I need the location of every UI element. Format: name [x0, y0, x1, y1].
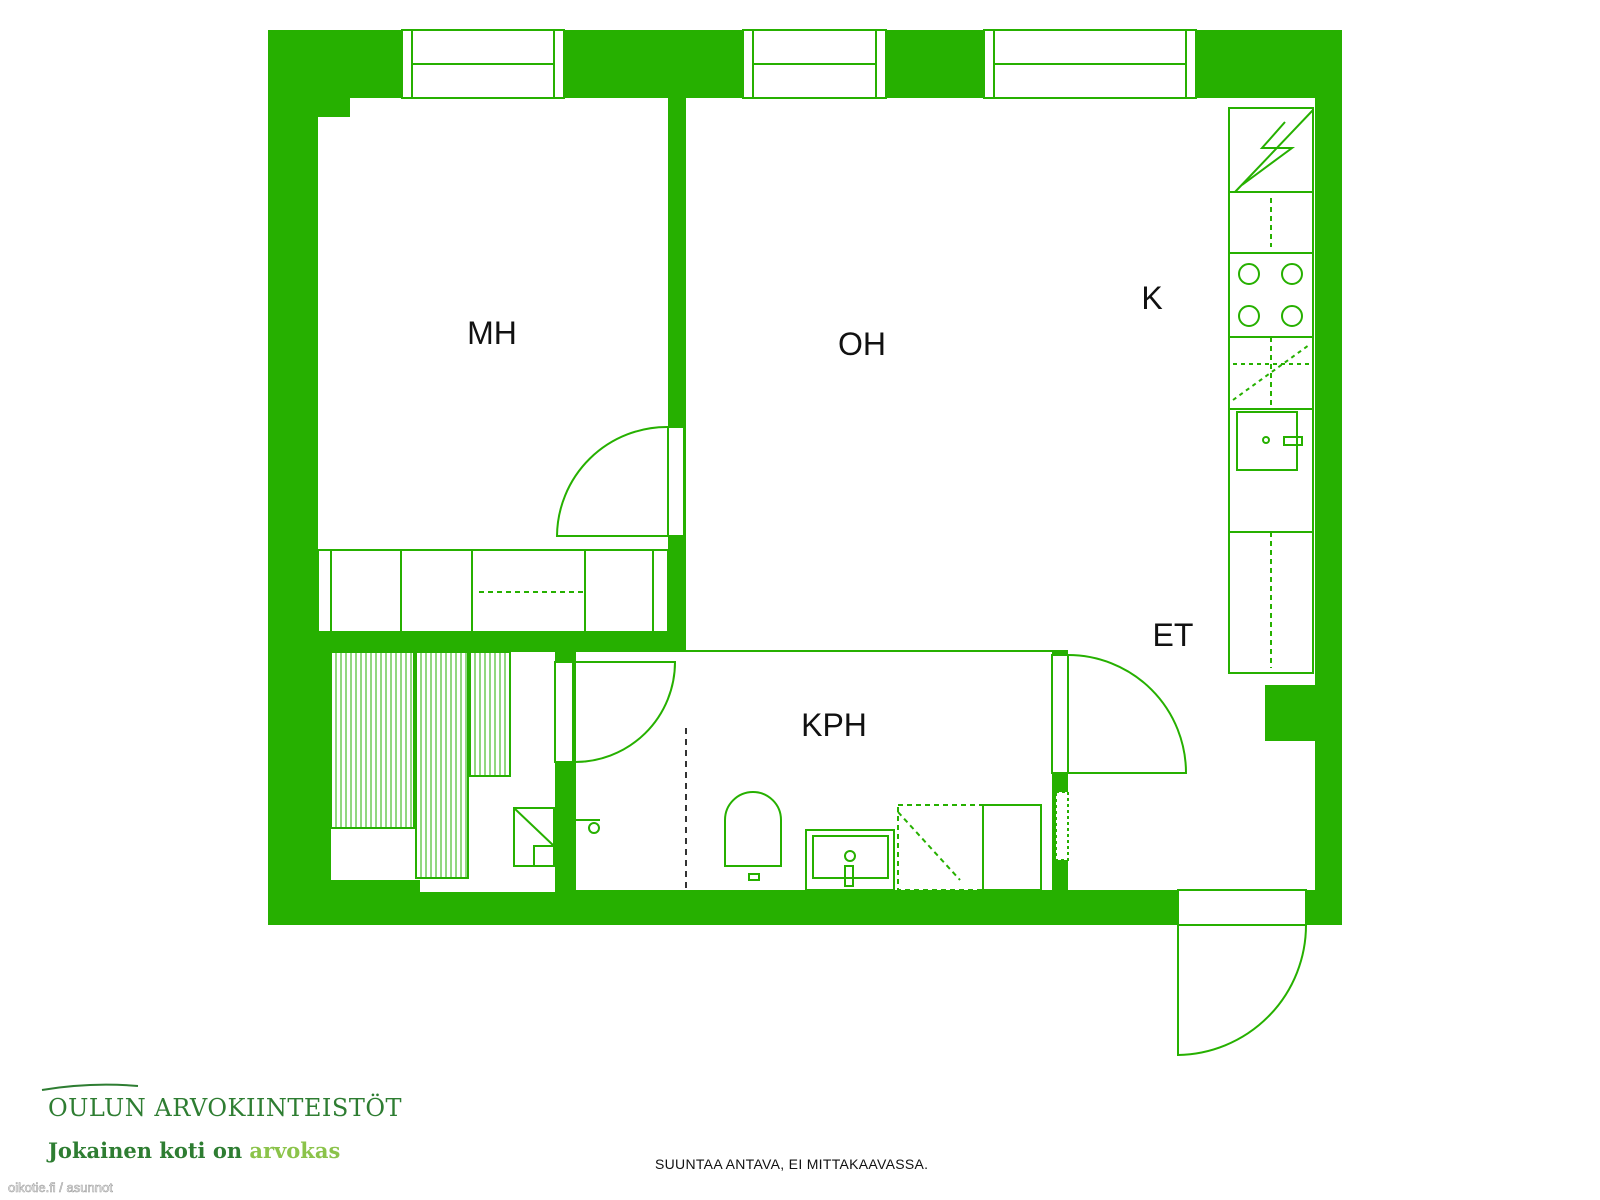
- window-oh: [742, 29, 887, 99]
- slogan-part-2: arvokas: [249, 1138, 341, 1163]
- window-k: [983, 29, 1197, 99]
- kitchen-counter: [1228, 107, 1314, 674]
- door-mh: [555, 425, 685, 537]
- room-label-kph: KPH: [801, 707, 867, 743]
- entrance-door: [1177, 889, 1307, 1057]
- room-label-oh: OH: [838, 326, 886, 362]
- washer: [897, 804, 1042, 891]
- room-label-mh: MH: [467, 315, 517, 351]
- room-label-k: K: [1141, 280, 1162, 316]
- wc: [724, 791, 782, 881]
- door-kph: [1051, 654, 1188, 774]
- wardrobe-mh: [317, 549, 669, 633]
- company-name: OULUN ARVOKIINTEISTÖT: [48, 1094, 403, 1122]
- sink-kph: [805, 829, 895, 891]
- sauna-stove: [513, 807, 600, 867]
- brand-swoosh: [41, 1083, 139, 1091]
- company-slogan: Jokainen koti on arvokas: [48, 1138, 340, 1163]
- slogan-part-1: Jokainen koti on: [48, 1138, 250, 1163]
- room-label-et: ET: [1153, 617, 1194, 653]
- door-sauna: [554, 661, 677, 764]
- sauna-bench: [330, 651, 511, 879]
- disclaimer: SUUNTAA ANTAVA, EI MITTAKAAVASSA.: [655, 1156, 929, 1172]
- window-mh: [401, 29, 565, 99]
- watermark: oikotie.fi / asunnot: [8, 1180, 113, 1196]
